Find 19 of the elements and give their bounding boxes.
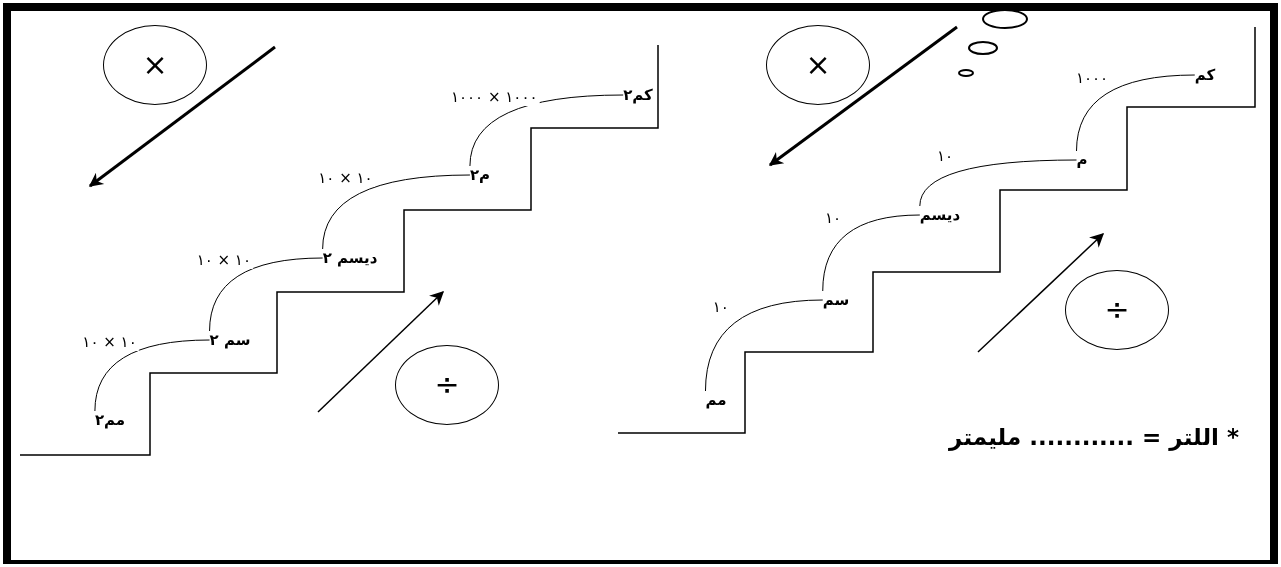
arc-connector [822,214,921,292]
unit-label: مم٢ [94,411,126,429]
arc-connector [469,94,624,167]
unit-label: م٢ [469,166,491,184]
unit-label: مم [705,391,727,409]
unit-label: كم [1194,66,1216,84]
unit-label: م [1076,151,1088,169]
unit-label: سم ٢ [209,331,251,349]
unit-label: سم [822,291,850,309]
arc-connector [919,159,1077,207]
unit-label: ديسم [919,206,961,224]
unit-label: كم٢ [623,86,653,104]
arc-connector [704,299,824,392]
unit-label: ديسم ٢ [322,249,378,267]
note-text: * اللتر = ............ مليمتر [949,424,1239,450]
arc-connector [209,257,324,332]
arc-connector [94,339,211,412]
arc-connector [322,174,471,250]
arc-connector [1076,74,1196,152]
